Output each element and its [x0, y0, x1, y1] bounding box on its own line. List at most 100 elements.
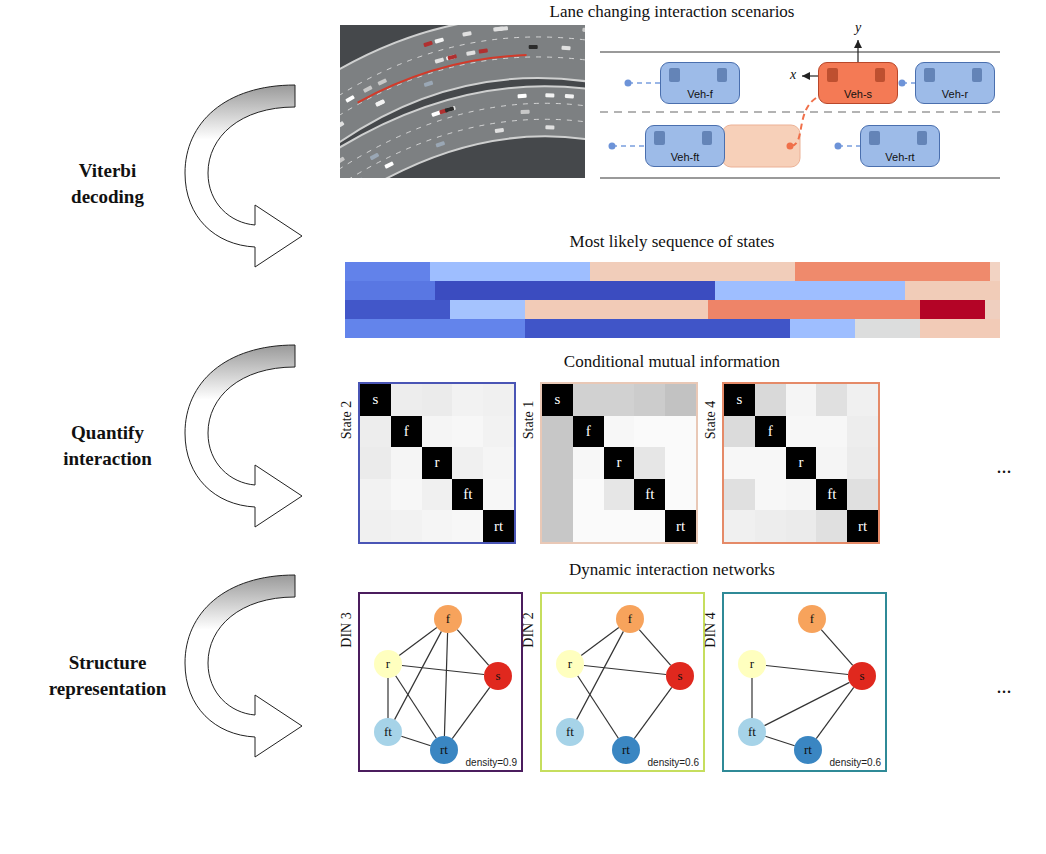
photo-car	[377, 78, 387, 85]
network-edge	[402, 666, 484, 675]
trail-dot	[609, 143, 616, 150]
matrix-cell	[391, 384, 422, 416]
network-edge	[395, 631, 442, 719]
photo-car	[445, 106, 455, 112]
matrix-cell	[360, 510, 391, 542]
network-edge	[751, 678, 752, 718]
photo-car	[370, 153, 380, 161]
photo-car	[340, 121, 345, 129]
matrix-cell	[604, 384, 635, 416]
matrix-cell	[665, 479, 696, 511]
photo-car	[354, 177, 364, 178]
photo-car	[495, 128, 504, 133]
trail-dot	[835, 143, 842, 150]
vehicle-box: Veh-r	[915, 62, 995, 104]
vehicle-window	[827, 68, 838, 82]
trail-dot	[625, 80, 632, 87]
state-segment	[345, 319, 525, 338]
network-node: f	[434, 605, 462, 633]
matrix-cell	[360, 416, 391, 448]
network-edge	[766, 666, 848, 675]
matrix-diagonal-cell: rt	[483, 510, 514, 542]
vehicle-window	[717, 68, 726, 82]
lane-divider	[600, 111, 1000, 113]
matrix-cell	[634, 384, 665, 416]
matrix-cell	[573, 479, 604, 511]
vehicle-box: Veh-ft	[645, 125, 725, 167]
state-segment	[590, 262, 795, 281]
matrix-cell	[724, 447, 755, 479]
matrix-cell	[786, 416, 817, 448]
photo-car	[517, 94, 526, 99]
network-edge	[765, 736, 794, 745]
matrix-cell	[360, 479, 391, 511]
cell-label: ft	[645, 486, 654, 503]
state-segment	[708, 300, 920, 319]
cell-label: s	[554, 391, 560, 408]
matrix-cell	[816, 510, 847, 542]
matrix-cell	[483, 447, 514, 479]
photo-car	[462, 31, 472, 37]
lane-marking	[340, 119, 585, 178]
node-label: r	[568, 656, 572, 672]
matrix-cell	[724, 510, 755, 542]
photo-car	[466, 50, 476, 56]
matrix-cell	[755, 384, 786, 416]
vehicle-label: Veh-ft	[671, 151, 700, 163]
vehicle-window	[869, 131, 880, 145]
matrix-cell	[665, 447, 696, 479]
road-edge	[340, 111, 585, 178]
photo-trajectory	[340, 55, 585, 126]
panel-heading: DIN 3	[339, 595, 355, 665]
cell-label: r	[798, 454, 803, 471]
density-label: density=0.9	[466, 757, 517, 768]
network-edge	[584, 666, 666, 675]
network-node: rt	[794, 736, 822, 764]
state-segment	[345, 262, 430, 281]
axis-label: x	[787, 67, 799, 83]
network-node: rt	[430, 736, 458, 764]
matrix-diagonal-cell: f	[391, 416, 422, 448]
matrix-diagonal-cell: s	[360, 384, 391, 416]
matrix-cell	[542, 510, 573, 542]
matrix-cell	[604, 510, 635, 542]
cell-label: rt	[676, 518, 685, 535]
matrix-cell	[634, 447, 665, 479]
matrix-frame: State 4sfrftrt	[722, 382, 880, 544]
matrix-cell	[483, 416, 514, 448]
panel-heading: DIN 2	[521, 595, 537, 665]
matrix-diagonal-cell: s	[724, 384, 755, 416]
photo-car	[545, 93, 554, 97]
matrix-cell	[847, 447, 878, 479]
lane-change-dot	[787, 143, 794, 150]
matrix-cell	[755, 447, 786, 479]
photo-car	[363, 85, 373, 93]
matrix-diagonal-cell: rt	[847, 510, 878, 542]
network-edge	[401, 736, 430, 745]
state-segment	[985, 300, 1000, 319]
network-edge	[387, 678, 388, 718]
photo-car	[545, 125, 554, 129]
process-arrow	[185, 85, 302, 267]
network-node: ft	[374, 718, 402, 746]
network-frame: DIN 4density=0.6frsftrt	[722, 592, 887, 772]
matrix-frame: State 1sfrftrt	[540, 382, 698, 544]
matrix-cell	[847, 479, 878, 511]
photo-car	[479, 48, 488, 53]
network-node: f	[798, 605, 826, 633]
matrix-cell	[816, 416, 847, 448]
cell-label: rt	[494, 518, 503, 535]
y-axis	[857, 40, 858, 62]
matrix-cell	[452, 416, 483, 448]
vehicle-window	[702, 131, 711, 145]
vehicle-window	[669, 68, 680, 82]
photo-car	[447, 54, 457, 60]
matrix-cell	[573, 447, 604, 479]
matrix-cell	[452, 510, 483, 542]
panel-heading: State 1	[521, 385, 537, 455]
matrix-cell	[634, 416, 665, 448]
matrix-cell	[483, 479, 514, 511]
matrix-cell	[724, 479, 755, 511]
matrix-cell	[847, 384, 878, 416]
